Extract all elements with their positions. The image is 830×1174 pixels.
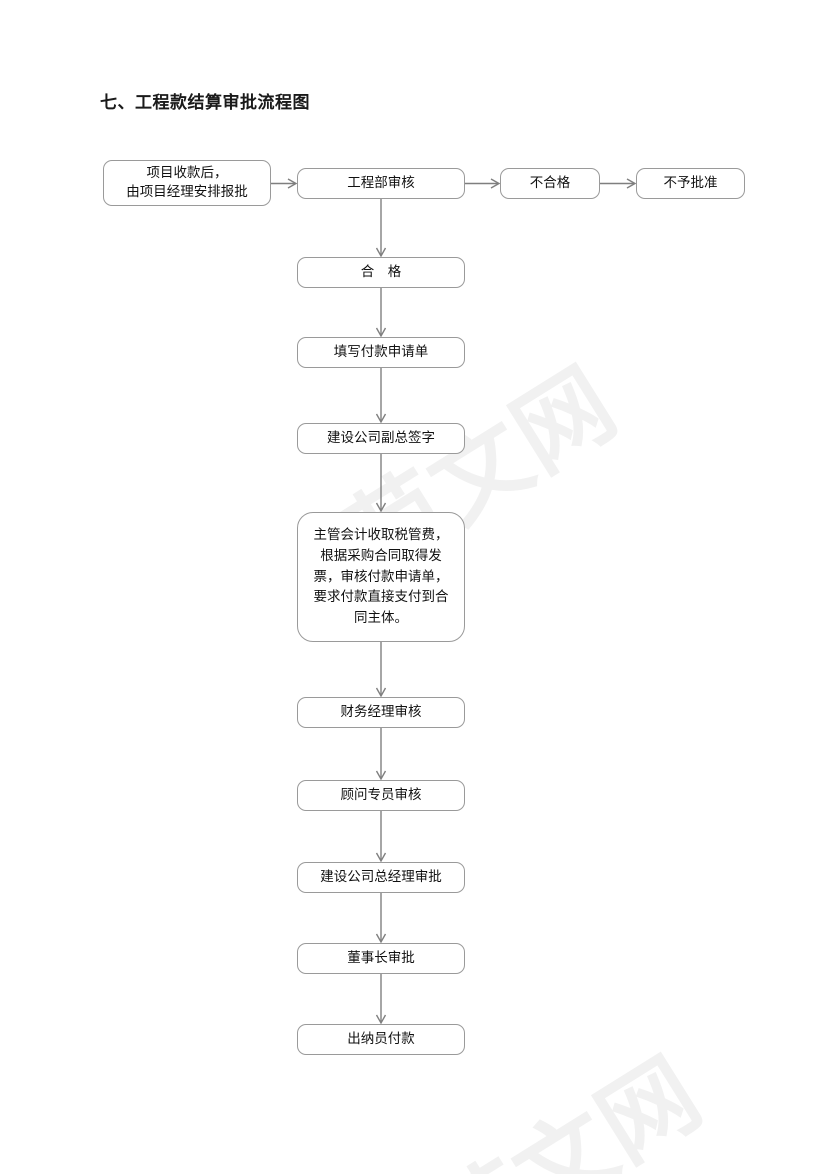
- node-unqualified[interactable]: 不合格: [500, 168, 600, 199]
- node-not-approved[interactable]: 不予批准: [636, 168, 745, 199]
- node-gm-approval-label: 建设公司总经理审批: [320, 868, 442, 885]
- arrowhead-vpsign-acct: [375, 502, 387, 513]
- arrowhead-form-vpsign: [375, 413, 387, 424]
- node-not-approved-label: 不予批准: [663, 174, 718, 191]
- arrowhead-review-pass: [375, 247, 387, 258]
- arrowhead-pass-form: [375, 327, 387, 338]
- node-unqualified-label: 不合格: [529, 174, 571, 191]
- node-chief-accountant[interactable]: 主管会计收取税管费，根据采购合同取得发票，审核付款申请单，要求付款直接支付到合同…: [297, 512, 465, 642]
- arrowhead-review-fail: [490, 178, 501, 189]
- arrowhead-advisor-gm: [375, 852, 387, 863]
- page-title: 七、工程款结算审批流程图: [100, 93, 310, 113]
- node-gm-approval[interactable]: 建设公司总经理审批: [297, 862, 465, 893]
- arrowhead-gm-chairman: [375, 933, 387, 944]
- node-fill-payment-form-label: 填写付款申请单: [333, 343, 429, 360]
- node-engineering-review[interactable]: 工程部审核: [297, 168, 465, 199]
- node-chief-accountant-label: 主管会计收取税管费，根据采购合同取得发票，审核付款申请单，要求付款直接支付到合同…: [313, 526, 449, 627]
- arrowhead-fail-reject: [626, 178, 637, 189]
- node-cashier-payment[interactable]: 出纳员付款: [297, 1024, 465, 1055]
- node-chairman-approval[interactable]: 董事长审批: [297, 943, 465, 974]
- arrowhead-acct-finmgr: [375, 687, 387, 698]
- arrowhead-start-review: [287, 178, 298, 189]
- node-finance-manager-review-label: 财务经理审核: [340, 703, 422, 720]
- node-advisor-review-label: 顾问专员审核: [340, 786, 422, 803]
- node-finance-manager-review[interactable]: 财务经理审核: [297, 697, 465, 728]
- node-chairman-approval-label: 董事长审批: [347, 949, 415, 966]
- node-qualified-label: 合 格: [360, 263, 402, 280]
- node-cashier-payment-label: 出纳员付款: [347, 1030, 415, 1047]
- node-start-label: 项目收款后，由项目经理安排报批: [126, 164, 248, 200]
- arrowhead-chairman-cashier: [375, 1014, 387, 1025]
- node-vice-gm-signature-label: 建设公司副总签字: [327, 429, 435, 446]
- node-engineering-review-label: 工程部审核: [347, 174, 415, 191]
- node-vice-gm-signature[interactable]: 建设公司副总签字: [297, 423, 465, 454]
- node-qualified[interactable]: 合 格: [297, 257, 465, 288]
- node-advisor-review[interactable]: 顾问专员审核: [297, 780, 465, 811]
- arrowhead-finmgr-advisor: [375, 770, 387, 781]
- node-fill-payment-form[interactable]: 填写付款申请单: [297, 337, 465, 368]
- node-start[interactable]: 项目收款后，由项目经理安排报批: [103, 160, 271, 206]
